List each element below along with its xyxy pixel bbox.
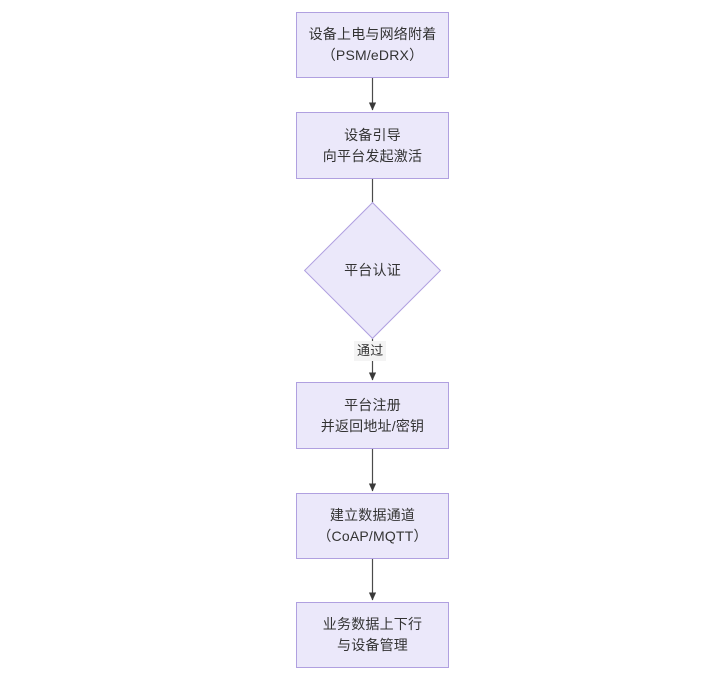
node-platform-register[interactable]: 平台注册 并返回地址/密钥 bbox=[296, 382, 449, 449]
edge-label-pass: 通过 bbox=[354, 341, 387, 361]
node-service-data-line-2: 与设备管理 bbox=[337, 637, 408, 653]
node-data-channel-line-1: 建立数据通道 bbox=[329, 507, 416, 523]
node-bootstrap-line-2: 向平台发起激活 bbox=[322, 147, 423, 164]
node-service-data-line-1: 业务数据上下行 bbox=[322, 616, 423, 632]
node-power-on[interactable]: 设备上电与网络附着 （PSM/eDRX） bbox=[296, 12, 449, 78]
node-data-channel[interactable]: 建立数据通道 （CoAP/MQTT） bbox=[296, 493, 449, 559]
node-bootstrap[interactable]: 设备引导 向平台发起激活 bbox=[296, 112, 449, 179]
node-power-on-line-2: （PSM/eDRX） bbox=[321, 47, 424, 63]
node-service-data[interactable]: 业务数据上下行 与设备管理 bbox=[296, 602, 449, 668]
node-platform-auth-label: 平台认证 bbox=[324, 222, 421, 319]
node-platform-register-line-1: 平台注册 bbox=[344, 396, 401, 413]
node-power-on-line-1: 设备上电与网络附着 bbox=[308, 26, 437, 42]
node-platform-register-line-2: 并返回地址/密钥 bbox=[320, 417, 425, 434]
node-data-channel-line-2: （CoAP/MQTT） bbox=[317, 528, 428, 544]
node-platform-auth-line-1: 平台认证 bbox=[344, 262, 401, 278]
node-bootstrap-line-1: 设备引导 bbox=[344, 126, 401, 143]
